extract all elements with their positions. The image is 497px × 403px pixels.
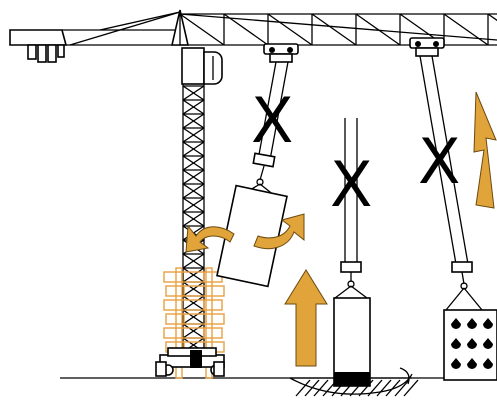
cross-mark-1: X <box>251 84 293 157</box>
perforated-load <box>444 288 497 380</box>
cross-mark-2: X <box>330 148 372 221</box>
cross-mark-3: X <box>418 125 460 198</box>
upward-arrow-icon <box>285 270 327 366</box>
counter-jib <box>10 12 180 62</box>
embedded-load <box>334 286 370 386</box>
mast-head <box>172 10 188 45</box>
diagonal-arrow-icon <box>474 92 496 208</box>
main-jib <box>180 14 497 45</box>
operator-cabin <box>182 48 222 84</box>
trolley-1 <box>264 44 298 62</box>
trolley-2 <box>410 38 444 56</box>
